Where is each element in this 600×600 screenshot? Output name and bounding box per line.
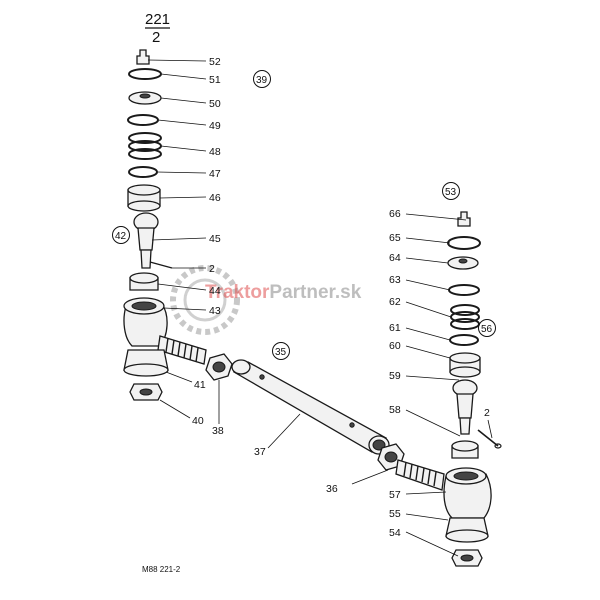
ref-39: 39 (256, 75, 268, 86)
gear-logo-inner-icon (183, 278, 227, 322)
label-41: 41 (194, 379, 206, 391)
reference-circles: 39 42 53 35 56 (112, 70, 496, 360)
label-64: 64 (389, 252, 401, 264)
watermark-partner: Partner.sk (269, 282, 361, 303)
label-54: 54 (389, 527, 401, 539)
label-46: 46 (209, 192, 221, 204)
drawing-code: M88 221-2 (142, 565, 181, 574)
part-57-housing (443, 467, 492, 519)
label-60: 60 (389, 340, 401, 352)
label-38: 38 (212, 425, 224, 437)
ref-circle-53 (442, 182, 460, 200)
figure-subnumber: 2 (152, 29, 160, 46)
watermark-traktor: Traktor (205, 282, 270, 303)
part-49-ring (127, 114, 159, 126)
label-58: 58 (389, 404, 401, 416)
label-47: 47 (209, 168, 221, 180)
ref-circle-42 (112, 226, 130, 244)
label-49: 49 (209, 120, 221, 132)
leader-lines (147, 59, 493, 557)
watermark: Traktor Partner.sk (170, 265, 362, 335)
part-59-ball-pin (452, 379, 478, 435)
ref-56: 56 (481, 324, 493, 335)
right-threaded-shank (395, 459, 445, 491)
label-50: 50 (209, 98, 221, 110)
label-37: 37 (254, 446, 266, 458)
part-63-ring (448, 284, 480, 296)
label-43: 43 (209, 305, 221, 317)
label-51: 51 (209, 74, 221, 86)
ref-42: 42 (115, 231, 127, 242)
part-48-spring (128, 132, 162, 160)
part-62-spring (450, 304, 480, 330)
label-48: 48 (209, 146, 221, 158)
right-joint-parts (395, 211, 502, 567)
label-63: 63 (389, 274, 401, 286)
left-joint-parts (123, 49, 207, 401)
label-44: 44 (209, 285, 221, 297)
ref-53: 53 (445, 187, 457, 198)
label-59: 59 (389, 370, 401, 382)
part-66-grease-nipple (457, 211, 471, 227)
part-61-ring (449, 334, 479, 346)
part-47-ring (128, 166, 158, 178)
ref-circle-39 (253, 70, 271, 88)
part-2-split-pin-right (477, 429, 499, 447)
label-62: 62 (389, 296, 401, 308)
label-2-right: 2 (484, 407, 490, 419)
label-55: 55 (389, 508, 401, 520)
label-52: 52 (209, 56, 221, 68)
label-65: 65 (389, 232, 401, 244)
part-45-ball-pin (133, 212, 159, 269)
label-40: 40 (192, 415, 204, 427)
label-36: 36 (326, 483, 338, 495)
ref-circle-35 (272, 342, 290, 360)
part-51-circlip (128, 68, 162, 80)
label-2-left: 2 (209, 263, 215, 275)
part-65-circlip (447, 236, 481, 250)
ref-35: 35 (275, 347, 287, 358)
part-2-split-pin-left (149, 261, 173, 269)
part-38-lock-nut (205, 353, 233, 381)
part-43-housing (123, 297, 168, 347)
label-57: 57 (389, 489, 401, 501)
label-45: 45 (209, 233, 221, 245)
label-61: 61 (389, 322, 401, 334)
left-threaded-shank (157, 335, 207, 365)
part-labels: 52 51 50 49 48 47 46 45 2 44 43 41 40 38… (192, 56, 490, 539)
gear-logo-icon (170, 265, 240, 335)
figure-number: 221 (145, 11, 170, 28)
part-52-grease-nipple (136, 49, 150, 65)
part-37-tube (231, 359, 390, 455)
label-66: 66 (389, 208, 401, 220)
ref-circle-56 (478, 319, 496, 337)
